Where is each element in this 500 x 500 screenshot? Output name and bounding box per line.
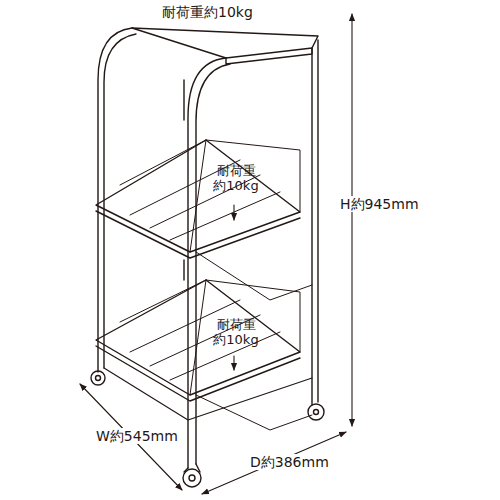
dimension-label: W約545mm xyxy=(94,428,180,444)
middle-shelf-wires xyxy=(120,140,312,300)
back-post xyxy=(312,40,318,405)
dimension-label: H約945mm xyxy=(338,196,421,212)
load-capacity-label: 耐荷重約10kg xyxy=(160,4,255,20)
height-dimension xyxy=(351,14,352,426)
bottom-frame xyxy=(104,368,312,420)
dimension-label: D約386mm xyxy=(248,454,331,470)
load-arrow xyxy=(233,205,234,220)
load-capacity-label: 耐荷重 約10kg xyxy=(203,318,269,348)
depth-dimension xyxy=(202,432,346,494)
load-arrow xyxy=(233,356,234,370)
front-frame-inner xyxy=(196,64,230,464)
load-capacity-label: 耐荷重 約10kg xyxy=(203,164,269,194)
top-plate-edge xyxy=(226,48,312,64)
lower-shelf-wires xyxy=(120,280,312,430)
middle-shelf-lip xyxy=(96,211,300,258)
top-plate xyxy=(132,28,318,58)
left-frame-inner xyxy=(104,34,136,368)
width-dimension xyxy=(80,384,182,490)
